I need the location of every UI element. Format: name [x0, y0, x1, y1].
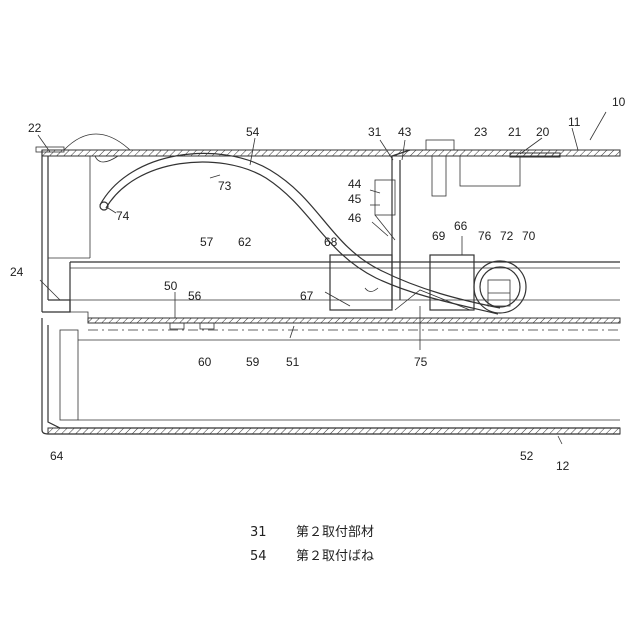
label-68: 68: [324, 235, 338, 249]
label-66: 66: [454, 219, 468, 233]
label-43: 43: [398, 125, 412, 139]
label-45: 45: [348, 192, 362, 206]
legend: 31 第２取付部材 54 第２取付ばね: [250, 525, 374, 564]
label-76: 76: [478, 229, 492, 243]
legend-num-2: 54: [250, 549, 267, 564]
label-62: 62: [238, 235, 252, 249]
label-21: 21: [508, 125, 522, 139]
screw-43: [426, 140, 454, 150]
label-46: 46: [348, 211, 362, 225]
coil-spring-70: [474, 261, 526, 313]
legend-num-1: 31: [250, 525, 267, 540]
label-10: 10: [612, 95, 626, 109]
label-11: 11: [568, 115, 581, 129]
legend-text-1: 第２取付部材: [296, 525, 374, 540]
rail-57: [70, 262, 620, 312]
component-21-23: [460, 156, 520, 186]
label-72: 72: [500, 229, 514, 243]
label-31: 31: [368, 125, 382, 139]
label-59: 59: [246, 355, 260, 369]
label-64: 64: [50, 449, 64, 463]
label-75: 75: [414, 355, 428, 369]
label-50: 50: [164, 279, 178, 293]
label-69: 69: [432, 229, 446, 243]
label-52: 52: [520, 449, 534, 463]
label-74: 74: [116, 209, 130, 223]
label-54: 54: [246, 125, 260, 139]
label-20: 20: [536, 125, 550, 139]
label-44: 44: [348, 177, 362, 191]
upper-housing: [36, 134, 620, 312]
legend-text-2: 第２取付ばね: [296, 549, 374, 564]
label-73: 73: [218, 179, 232, 193]
mounting-bracket-31: [375, 140, 560, 308]
lower-plate-51: [88, 318, 620, 330]
label-56: 56: [188, 289, 202, 303]
label-12: 12: [556, 459, 570, 473]
mount-bump: [64, 134, 130, 150]
label-23: 23: [474, 125, 488, 139]
leader-lines: [38, 112, 606, 444]
block-69: [430, 255, 474, 310]
label-22: 22: [28, 121, 42, 135]
label-67: 67: [300, 289, 314, 303]
label-57: 57: [200, 235, 214, 249]
label-51: 51: [286, 355, 300, 369]
label-24: 24: [10, 265, 24, 279]
label-70: 70: [522, 229, 536, 243]
label-60: 60: [198, 355, 212, 369]
